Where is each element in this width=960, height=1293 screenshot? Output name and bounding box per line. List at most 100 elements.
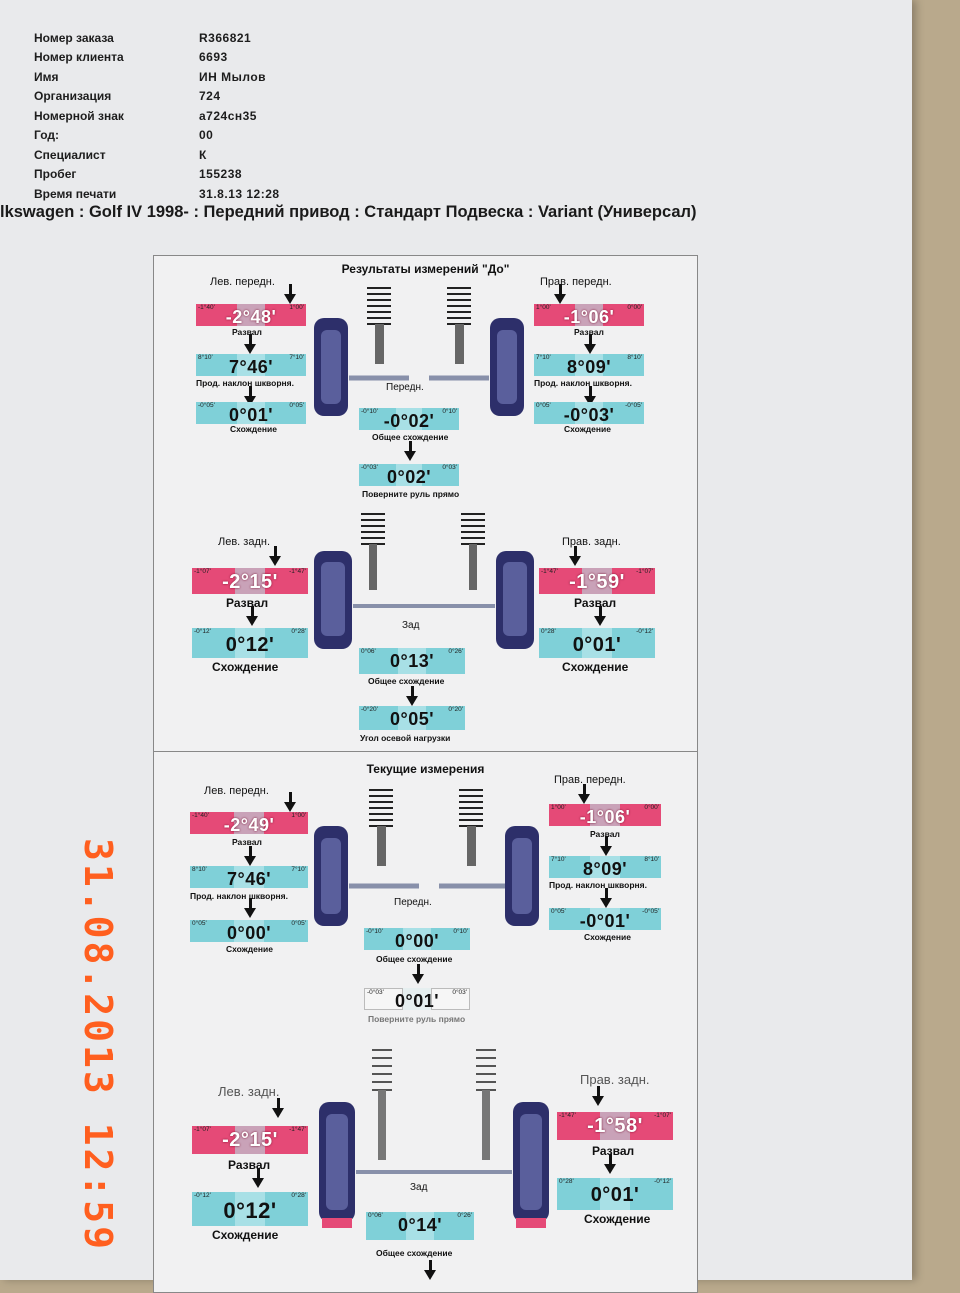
header-row: Год:00 xyxy=(34,128,214,143)
camber-rear-left-value: -2°15' xyxy=(222,1129,278,1151)
total-toe-front-gauge: -0°10' 0°10' 0°00' xyxy=(364,928,471,951)
camber-label: Развал xyxy=(232,327,262,337)
camber-front-right-gauge: 1°00' 0°00' -1°06' xyxy=(534,304,644,327)
camber-label: Развал xyxy=(232,837,262,847)
camber-label: Развал xyxy=(226,596,269,610)
arrow-down-icon xyxy=(244,386,256,406)
toe-front-left-gauge: 0°05' 0°05' 0°00' xyxy=(190,920,309,943)
toe-label: Схождение xyxy=(212,660,279,674)
steering-gauge: -0°03' 0°03' 0°02' xyxy=(359,464,459,487)
rear-left-label: Лев. задн. xyxy=(218,536,271,548)
rear-suspension-drawing xyxy=(314,513,534,649)
toe-front-left-value: 0°00' xyxy=(226,923,271,943)
arrow-down-icon xyxy=(424,1260,436,1280)
arrow-down-icon xyxy=(272,1098,284,1118)
toe-label: Схождение xyxy=(212,1228,279,1242)
front-suspension-drawing xyxy=(314,789,539,926)
rear-label: Зад xyxy=(402,620,420,631)
arrow-down-icon xyxy=(592,1086,604,1106)
camber-label: Развал xyxy=(590,829,620,839)
camber-label: Развал xyxy=(592,1144,635,1158)
camber-label: Развал xyxy=(574,596,617,610)
toe-label: Схождение xyxy=(562,660,629,674)
steering-gauge: -0°03' 0°03' 0°01' xyxy=(364,988,471,1011)
front-label: Передн. xyxy=(386,382,424,393)
toe-rear-right-value: 0°01' xyxy=(572,634,622,656)
camber-front-left-value: -2°49' xyxy=(223,815,275,835)
toe-rear-left-gauge: -0°12' 0°28' 0°12' xyxy=(192,628,308,658)
toe-rear-left-value: 0°12' xyxy=(225,634,275,656)
toe-front-left-value: 0°01' xyxy=(228,405,273,425)
front-right-label: Прав. передн. xyxy=(540,276,612,288)
toe-rear-right-gauge: 0°28' -0°12' 0°01' xyxy=(557,1178,673,1210)
toe-label: Схождение xyxy=(584,932,631,942)
camber-front-right-gauge: 1°00' 0°00' -1°06' xyxy=(549,804,662,827)
front-suspension-drawing xyxy=(314,287,524,416)
total-toe-rear-gauge: 0°06' 0°26' 0°13' xyxy=(359,648,466,674)
rear-right-label: Прав. задн. xyxy=(580,1072,650,1087)
camber-rear-right-value: -1°59' xyxy=(569,571,625,593)
arrow-down-icon xyxy=(252,1168,264,1188)
arrow-down-icon xyxy=(246,606,258,626)
rear-label: Зад xyxy=(410,1182,428,1193)
total-toe-label: Общее схождение xyxy=(376,1248,453,1258)
arrow-down-icon xyxy=(600,836,612,856)
arrow-down-icon xyxy=(578,784,590,804)
toe-rear-left-gauge: -0°12' 0°28' 0°12' xyxy=(192,1192,308,1226)
toe-front-right-value: -0°01' xyxy=(579,911,631,931)
caster-label: Прод. наклон шкворня. xyxy=(196,378,294,388)
caster-front-left-gauge: 8°10' 7°10' 7°46' xyxy=(196,354,306,377)
rear-left-label: Лев. задн. xyxy=(218,1084,280,1099)
arrow-down-icon xyxy=(284,284,296,304)
camber-label: Развал xyxy=(574,327,604,337)
arrow-down-icon xyxy=(284,792,296,812)
toe-rear-right-value: 0°01' xyxy=(590,1184,640,1206)
arrow-down-icon xyxy=(584,386,596,406)
camber-label: Развал xyxy=(228,1158,271,1172)
arrow-down-icon xyxy=(269,546,281,566)
photo-date-stamp: 31.08.2013 12:59 xyxy=(76,838,120,1253)
rear-suspension-drawing xyxy=(319,1049,549,1228)
caster-front-right-value: 8°09' xyxy=(566,357,611,377)
caster-label: Прод. наклон шкворня. xyxy=(190,891,288,901)
camber-front-left-gauge: -1°40' 1°00' -2°48' xyxy=(196,304,306,327)
caster-front-left-gauge: 8°10' 7°10' 7°46' xyxy=(190,866,309,889)
toe-rear-left-value: 0°12' xyxy=(223,1198,277,1223)
front-label: Передн. xyxy=(394,897,432,908)
rear-right-label: Прав. задн. xyxy=(562,536,621,548)
caster-front-left-value: 7°46' xyxy=(226,869,271,889)
arrow-down-icon xyxy=(569,546,581,566)
camber-rear-left-gauge: -1°07' -1°47' -2°15' xyxy=(192,1126,308,1154)
toe-label: Схождение xyxy=(564,424,611,434)
current-panel: Текущие измерения Лев. передн. -1°40' 1°… xyxy=(153,751,698,1293)
total-toe-rear-gauge: 0°06' 0°26' 0°14' xyxy=(366,1212,475,1240)
arrow-down-icon xyxy=(600,888,612,908)
caster-front-right-value: 8°09' xyxy=(582,859,627,879)
front-left-label: Лев. передн. xyxy=(204,785,269,797)
camber-rear-right-gauge: -1°47' -1°07' -1°59' xyxy=(539,568,655,594)
arrow-down-icon xyxy=(604,1154,616,1174)
thrust-label: Угол осевой нагрузки xyxy=(360,733,451,743)
toe-front-right-gauge: 0°05' -0°05' -0°03' xyxy=(534,402,644,425)
panel-title: Результаты измерений "До" xyxy=(341,262,510,276)
toe-label: Схождение xyxy=(230,424,277,434)
caster-label: Прод. наклон шкворня. xyxy=(549,880,647,890)
arrow-down-icon xyxy=(406,686,418,706)
total-toe-label: Общее схождение xyxy=(372,432,449,442)
toe-label: Схождение xyxy=(226,944,273,954)
thrust-angle-gauge: -0°20' 0°20' 0°05' xyxy=(359,706,466,730)
toe-front-right-value: -0°03' xyxy=(563,405,615,425)
camber-rear-left-gauge: -1°07' -1°47' -2°15' xyxy=(192,568,308,594)
arrow-down-icon xyxy=(412,964,424,984)
thrust-angle-value: 0°05' xyxy=(389,709,434,729)
arrow-down-icon xyxy=(244,334,256,354)
camber-rear-left-value: -2°15' xyxy=(222,571,278,593)
steering-value: 0°02' xyxy=(386,467,431,487)
